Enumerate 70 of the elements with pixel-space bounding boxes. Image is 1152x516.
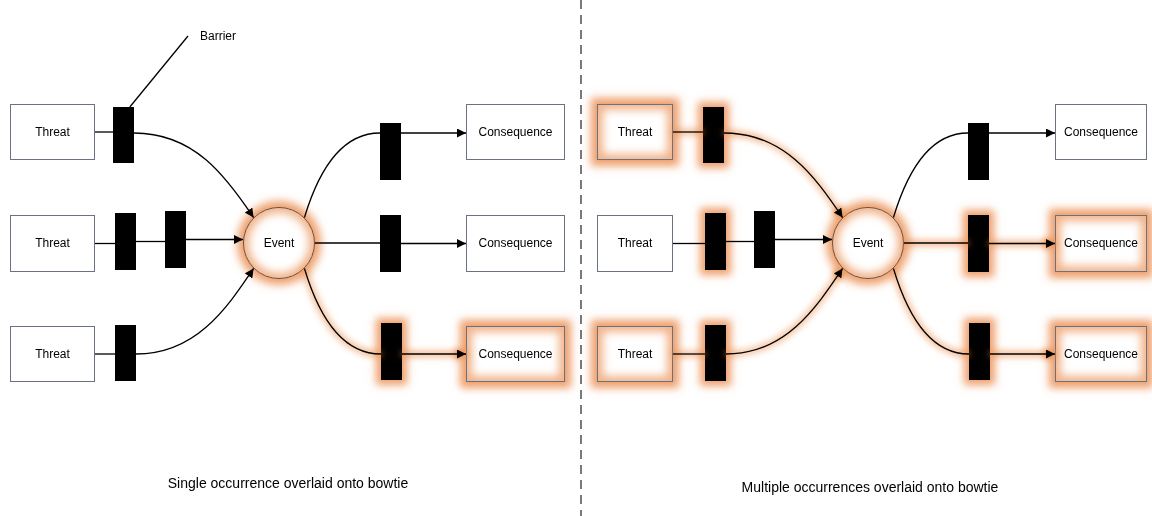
connector-line	[892, 132, 969, 219]
connector-line	[672, 353, 706, 355]
node-label: Consequence	[1063, 124, 1139, 140]
process-box	[10, 326, 95, 382]
barrier-bar	[381, 323, 402, 380]
process-box	[466, 326, 565, 382]
process-box	[10, 215, 95, 272]
node-label: Threat	[617, 346, 653, 362]
process-box	[597, 326, 673, 382]
process-box	[1055, 104, 1147, 160]
arrow	[774, 235, 833, 244]
arrow	[135, 267, 255, 355]
barrier-bar	[380, 123, 401, 180]
connector-line	[94, 131, 114, 133]
node-label: Threat	[35, 124, 70, 140]
connector-line	[314, 242, 381, 244]
barrier-bar	[969, 323, 990, 380]
barrier-bar	[705, 213, 726, 270]
barrier-bar	[380, 215, 401, 272]
arrow	[133, 132, 255, 219]
node-label: Consequence	[478, 346, 553, 362]
barrier-bar	[968, 123, 989, 180]
arrow	[401, 349, 467, 359]
barrier-bar	[115, 213, 136, 270]
leader-line	[129, 35, 189, 108]
process-box	[10, 104, 95, 160]
process-box	[597, 215, 673, 272]
node-label: Consequence	[1063, 236, 1139, 251]
connector-line	[303, 132, 381, 219]
barrier-bar	[705, 325, 726, 381]
node-label: Threat	[35, 236, 70, 251]
caption: Multiple occurrences overlaid onto bowtie	[741, 477, 999, 497]
node-label: Consequence	[478, 124, 553, 140]
barrier-bar	[113, 107, 134, 163]
arrow	[725, 267, 844, 355]
callout-label: Barrier	[200, 28, 236, 44]
node-label: Consequence	[478, 236, 553, 251]
process-box	[1055, 215, 1147, 272]
event-label: Event	[263, 235, 295, 251]
connector-line	[725, 240, 755, 243]
arrow	[989, 349, 1056, 359]
barrier-bar	[703, 107, 724, 163]
node-label: Threat	[617, 236, 653, 251]
connector-line	[94, 242, 116, 245]
barrier-bar	[968, 215, 989, 272]
connector-line	[892, 267, 970, 355]
arrow	[988, 239, 1056, 248]
connector-line	[303, 267, 382, 355]
barrier-bar	[754, 211, 775, 268]
barrier-bar	[115, 325, 136, 381]
node-label: Consequence	[1063, 346, 1139, 362]
connector-line	[672, 131, 704, 133]
connector-line	[135, 240, 166, 243]
arrow	[723, 132, 844, 219]
arrow	[988, 128, 1056, 138]
node-label: Threat	[617, 124, 653, 140]
event-label: Event	[852, 235, 884, 251]
arrow	[400, 239, 467, 248]
process-box	[466, 215, 565, 272]
arrow	[185, 235, 244, 244]
process-box	[1055, 326, 1147, 382]
connector-line	[903, 242, 969, 244]
process-box	[597, 104, 673, 160]
caption: Single occurrence overlaid onto bowtie	[167, 473, 409, 493]
barrier-bar	[165, 211, 186, 268]
connector-line	[672, 242, 706, 245]
node-label: Threat	[35, 346, 70, 362]
arrow	[400, 128, 467, 138]
process-box	[466, 104, 565, 160]
connector-line	[94, 353, 116, 355]
